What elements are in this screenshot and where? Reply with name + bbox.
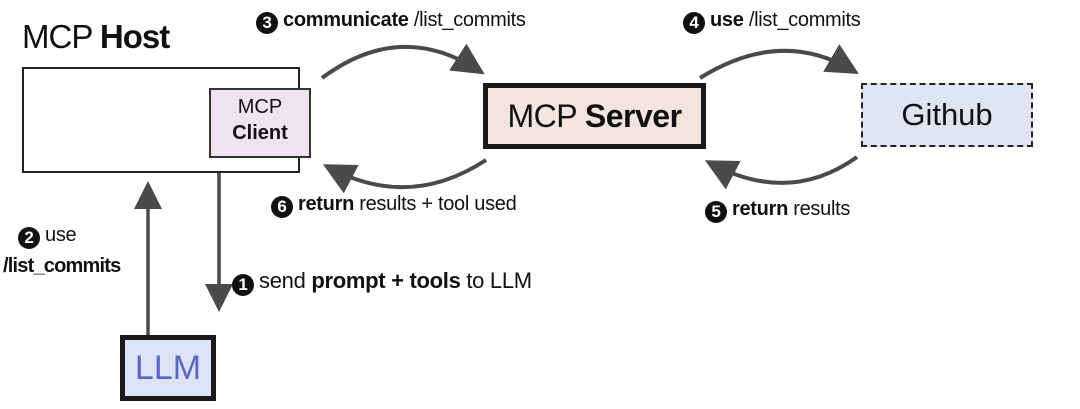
step-2-tool: /list_commits [3, 255, 121, 277]
arrow-return-to-server [704, 155, 859, 190]
mcp-client-box: MCP Client [209, 88, 311, 158]
arrow-communicate [320, 43, 485, 80]
step-number-badge: 5 [705, 201, 727, 223]
step-number-badge: 4 [683, 12, 705, 34]
github-box: Github [861, 83, 1033, 147]
step-number-badge: 2 [18, 227, 40, 249]
arrow-use-github [698, 44, 859, 80]
mcp-server-box: MCP Server [483, 83, 706, 149]
llm-box: LLM [120, 335, 216, 401]
arrow-return-to-client [322, 158, 488, 194]
step-number-badge: 1 [232, 274, 254, 296]
step-number-badge: 6 [271, 196, 293, 218]
client-label-line1: MCP [237, 96, 283, 118]
host-title: MCP Host [22, 18, 170, 55]
client-label-line2: Client [232, 122, 288, 144]
step-number-badge: 3 [256, 12, 278, 34]
